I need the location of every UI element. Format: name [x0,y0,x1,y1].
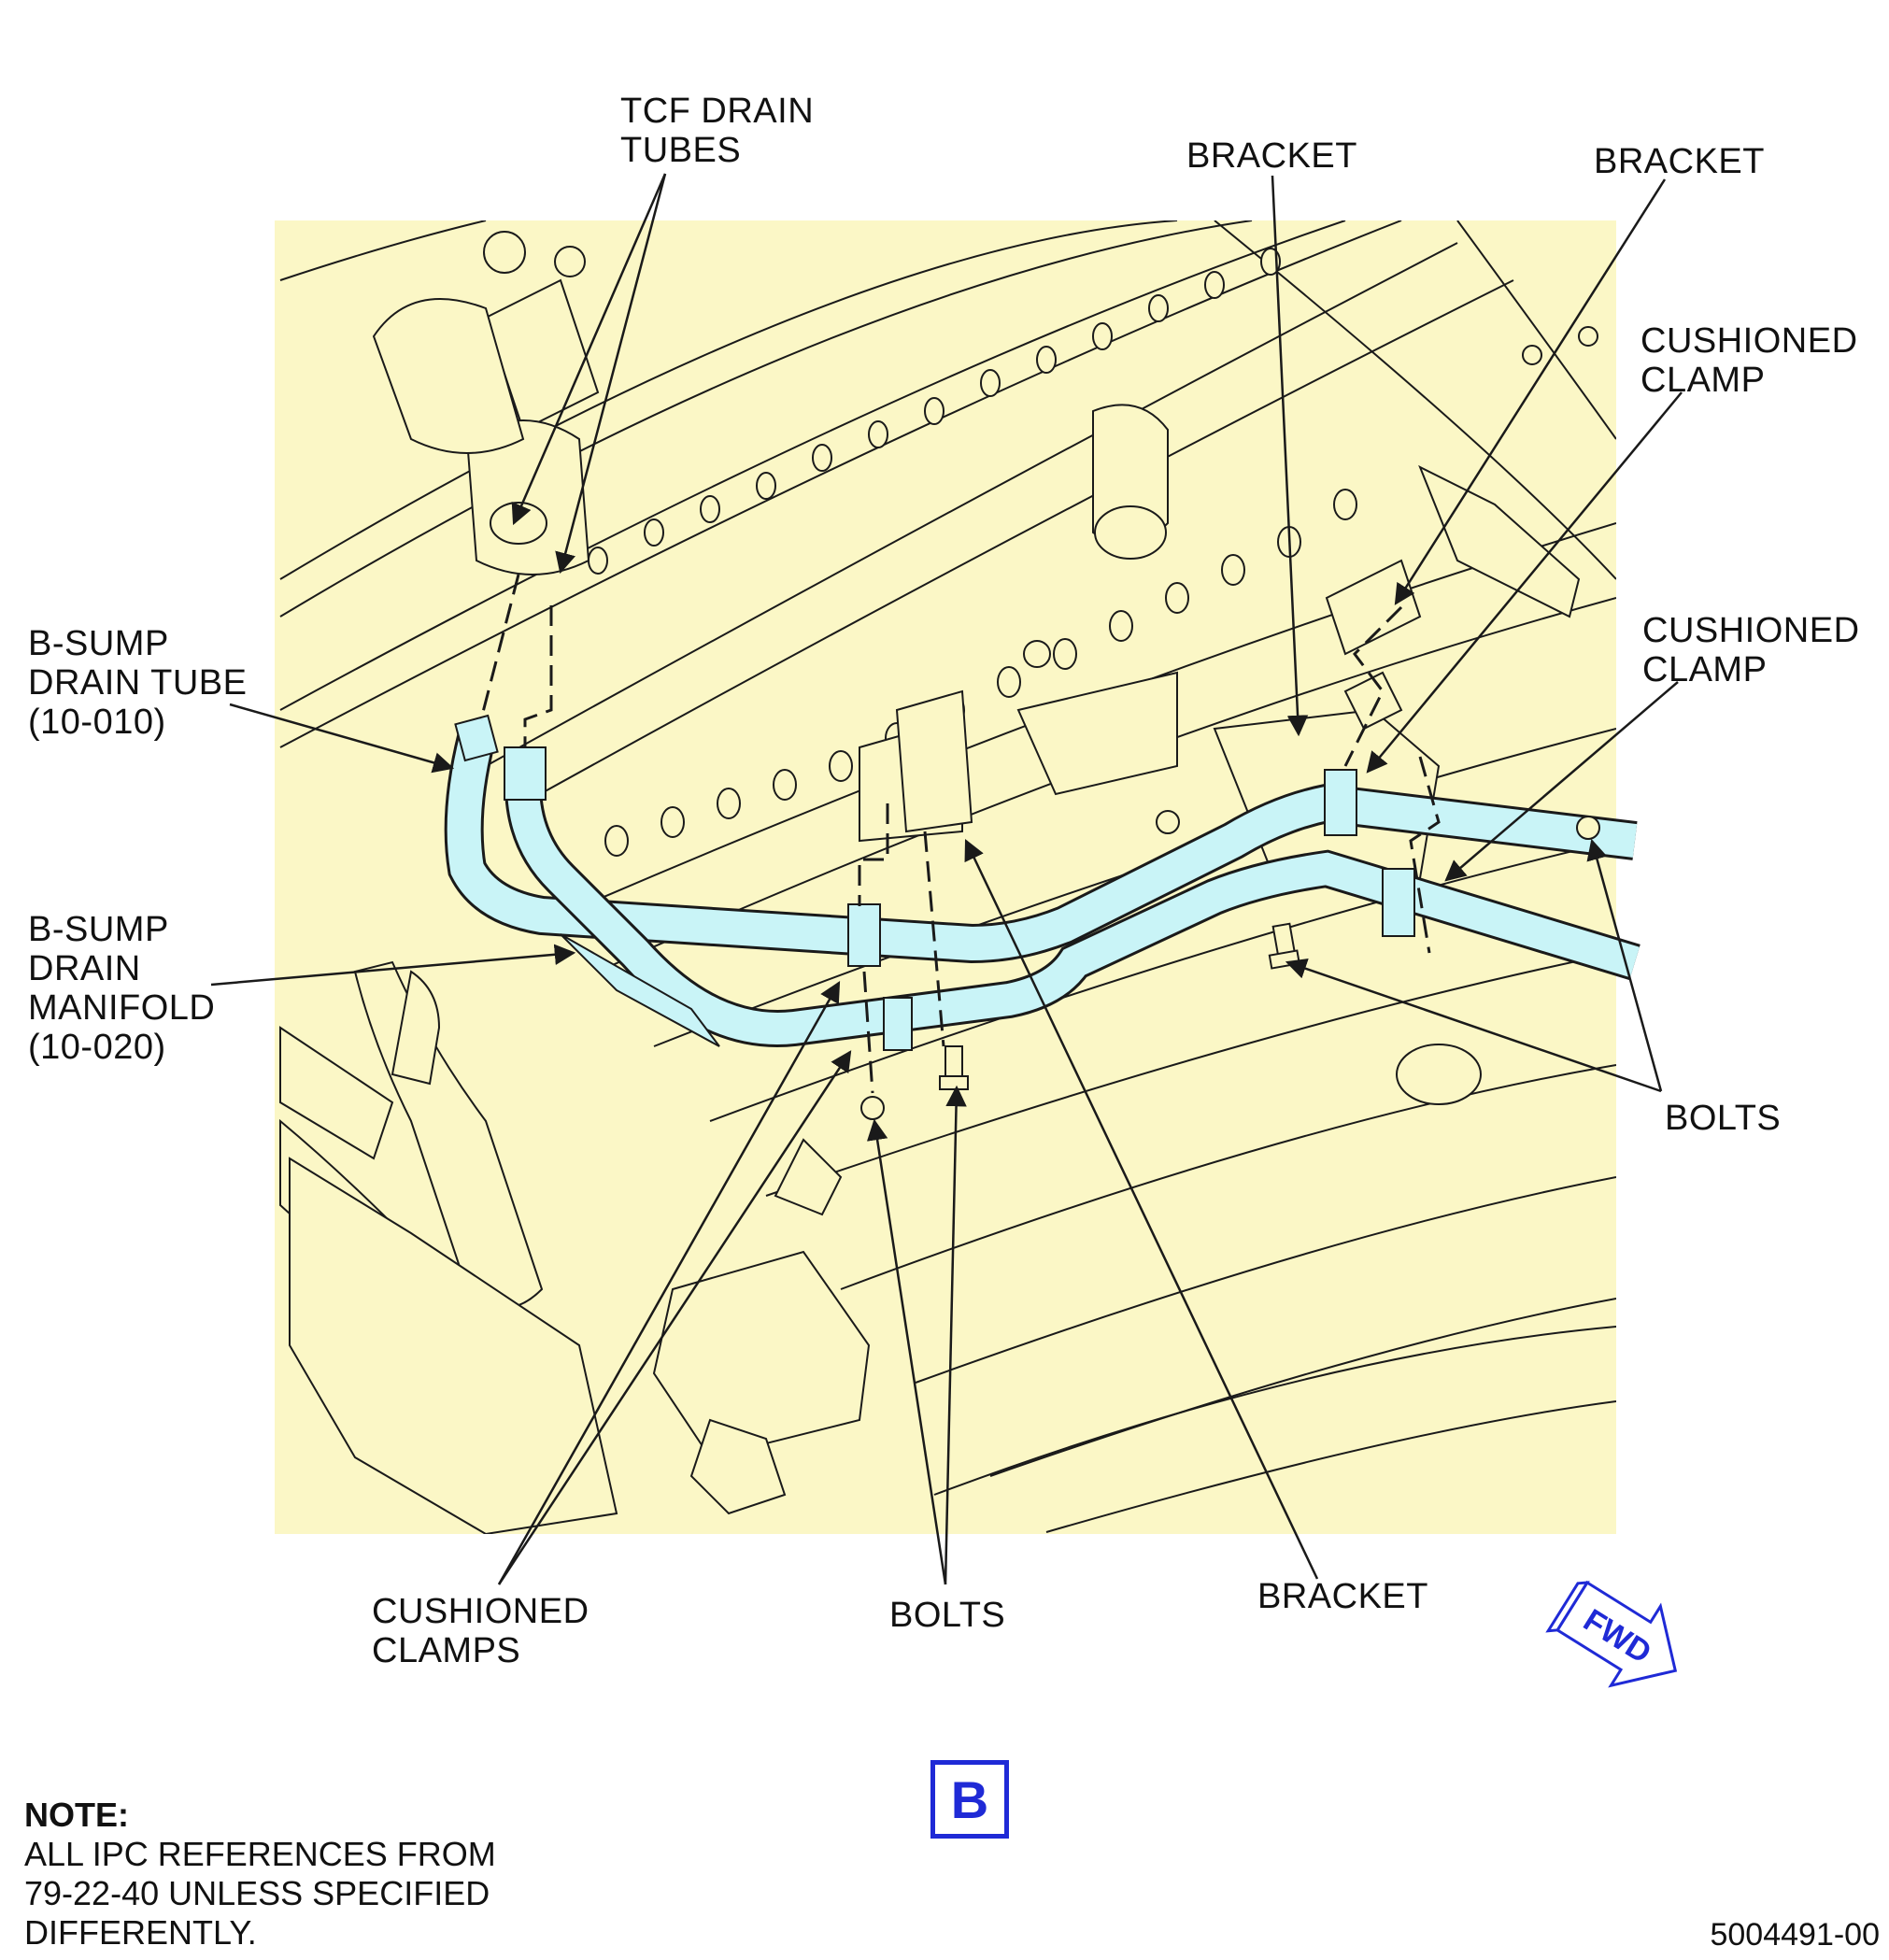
bolt [1576,816,1600,840]
label-cushioned-clamp-lower: CUSHIONED CLAMP [1642,611,1860,689]
leader-line [497,981,841,1585]
label-cushioned-clamps-bottom: CUSHIONED CLAMPS [372,1592,589,1670]
leader-line [964,838,1319,1580]
leader-line [1394,178,1667,605]
label-bracket-top-middle: BRACKET [1186,136,1357,176]
tcf-drain-tube [504,784,1640,1047]
figure-number: 5004491-00 [1710,1917,1880,1953]
note-heading: NOTE: [24,1796,129,1834]
tube-fitting [454,714,499,762]
label-b-sump-drain-tube: B-SUMP DRAIN TUBE (10-010) [28,624,248,742]
label-cushioned-clamp-upper: CUSHIONED CLAMP [1640,321,1858,400]
leader-line [944,1085,967,1585]
note-body: ALL IPC REFERENCES FROM 79-22-40 UNLESS … [24,1835,496,1952]
install-line [1343,605,1403,767]
leader-line [210,944,576,987]
label-bolts-right: BOLTS [1665,1099,1782,1138]
leader-line [229,703,455,774]
leader-line [1271,175,1309,737]
leader-line [511,173,667,526]
cushioned-clamp [1382,868,1415,937]
label-bracket-top-right: BRACKET [1594,142,1765,181]
cushioned-clamp [883,997,913,1051]
leader-line [866,1118,947,1585]
leader-line [1444,681,1679,882]
b-sump-drain-manifold [560,933,720,1047]
fwd-arrow-icon: FWD [1545,1580,1678,1688]
b-sump-drain-tube [444,732,1638,964]
bolt [860,1096,885,1120]
cushioned-clamp [1324,769,1357,836]
cushioned-clamp [847,903,881,967]
install-line [923,831,945,1047]
leader-line [1285,958,1662,1093]
install-line [1409,756,1441,954]
label-bracket-bottom: BRACKET [1257,1577,1428,1616]
leader-line [555,173,667,575]
view-indicator: B [930,1760,1009,1839]
tube-fitting [504,746,547,801]
view-letter: B [950,1769,989,1829]
leader-line [497,1050,852,1585]
label-tcf-drain-tubes: TCF DRAIN TUBES [620,92,815,170]
leader-line [1366,391,1683,774]
label-bolts-bottom: BOLTS [889,1596,1006,1635]
leader-line [1586,838,1663,1092]
install-line [858,803,889,906]
install-line [479,574,520,720]
label-b-sump-drain-manifold: B-SUMP DRAIN MANIFOLD (10-020) [28,910,216,1067]
install-line [862,971,874,1094]
